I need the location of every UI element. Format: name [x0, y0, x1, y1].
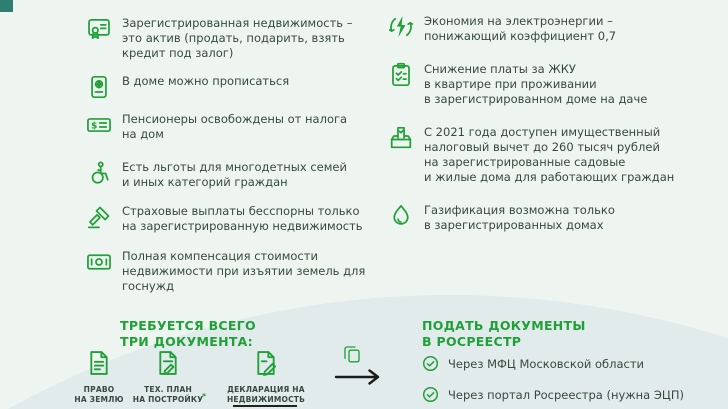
submit-option-text: Через портал Росреестра (нужна ЭЦП): [448, 387, 684, 402]
benefit-item: Полная компенсация стоимости недвижимост…: [86, 249, 406, 294]
land-right-document-icon: [85, 349, 113, 377]
check-circle-icon: [422, 386, 439, 403]
benefit-item: Газификация возможна только в зарегистри…: [388, 203, 708, 233]
copy-documents-icon: [342, 344, 362, 364]
compensation-icon: [86, 249, 112, 275]
footnote-asterisk: *: [202, 392, 207, 401]
benefit-text: Снижение платы за ЖКУ в квартире при про…: [424, 62, 648, 106]
ballot-box-icon: [388, 125, 414, 151]
tech-plan-document-icon: [154, 349, 182, 377]
svg-text:$: $: [91, 120, 97, 131]
check-circle-icon: [422, 355, 439, 372]
submit-option: Через портал Росреестра (нужна ЭЦП): [422, 386, 684, 403]
submit-option: Через МФЦ Московской области: [422, 355, 644, 372]
benefit-item: Экономия на электроэнергии – понижающий …: [388, 14, 708, 44]
bottom-crop-line: [233, 405, 297, 407]
benefit-text: Экономия на электроэнергии – понижающий …: [424, 14, 617, 43]
corner-accent: [0, 0, 13, 12]
right-arrow-icon: [334, 368, 384, 390]
benefit-item: С 2021 года доступен имущественный налог…: [388, 125, 708, 185]
benefit-text: Газификация возможна только в зарегистри…: [424, 203, 615, 232]
submit-section-title: ПОДАТЬ ДОКУМЕНТЫ В РОСРЕЕСТР: [422, 318, 586, 349]
document-label: ДЕКЛАРАЦИЯ НА НЕДВИЖИМОСТЬ: [226, 385, 306, 404]
benefit-text: Страховые выплаты бесспорны только на за…: [122, 204, 363, 233]
gavel-icon: [86, 204, 112, 230]
benefit-text: Полная компенсация стоимости недвижимост…: [122, 249, 366, 293]
tax-banknote-icon: $: [86, 112, 112, 138]
gas-drop-icon: [388, 203, 414, 229]
benefit-text: Зарегистрированная недвижимость – это ак…: [122, 16, 353, 60]
benefit-item: Есть льготы для многодетных семей и иных…: [86, 160, 406, 190]
benefit-item: Страховые выплаты бесспорны только на за…: [86, 204, 406, 234]
utility-checklist-icon: [388, 62, 414, 88]
document-label: ТЕХ. ПЛАН НА ПОСТРОЙКУ: [132, 385, 204, 404]
energy-saving-icon: [388, 14, 414, 40]
benefit-text: Есть льготы для многодетных семей и иных…: [122, 160, 347, 189]
documents-section-title: ТРЕБУЕТСЯ ВСЕГО ТРИ ДОКУМЕНТА:: [120, 318, 256, 349]
benefit-text: Пенсионеры освобождены от налога на дом: [122, 112, 348, 141]
benefit-text: С 2021 года доступен имущественный налог…: [424, 125, 675, 184]
passport-icon: [86, 74, 112, 100]
submit-option-text: Через МФЦ Московской области: [448, 356, 645, 371]
benefit-text: В доме можно прописаться: [122, 74, 290, 88]
benefit-item: $ Пенсионеры освобождены от налога на до…: [86, 112, 406, 142]
accessibility-icon: [86, 160, 112, 186]
certificate-icon: [86, 16, 112, 42]
declaration-document-icon: [252, 349, 280, 377]
benefit-item: Зарегистрированная недвижимость – это ак…: [86, 16, 406, 61]
benefit-item: Снижение платы за ЖКУ в квартире при про…: [388, 62, 708, 107]
benefit-item: В доме можно прописаться: [86, 74, 406, 100]
document-label: ПРАВО НА ЗЕМЛЮ: [74, 385, 124, 404]
